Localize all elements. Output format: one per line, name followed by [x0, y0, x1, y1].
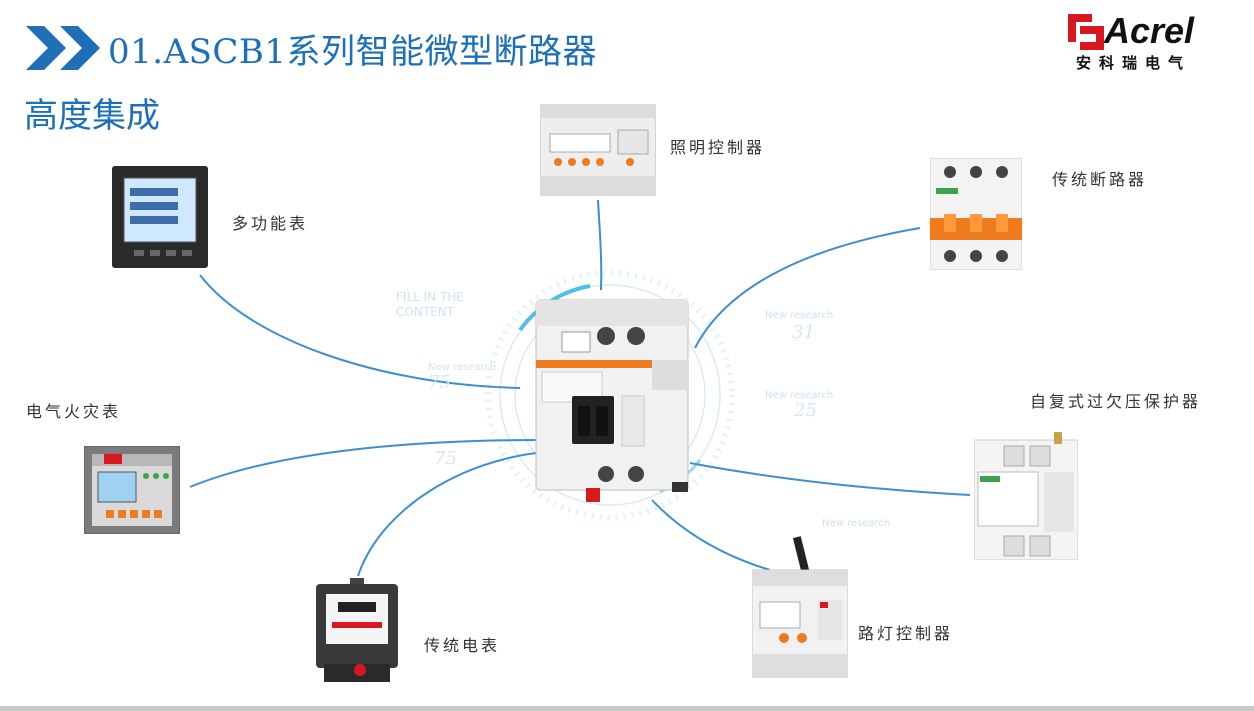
- label-voltage-protector: 自复式过欠压保护器: [1030, 392, 1202, 411]
- bg-fill-text-2: CONTENT: [396, 305, 455, 319]
- ascb1-breaker-image: [535, 299, 689, 502]
- streetlight-controller-image: [752, 536, 848, 678]
- logo-cn-name: 安科瑞电气: [1076, 54, 1192, 72]
- bg-research-1: New research: [428, 362, 497, 373]
- bottom-bar: [0, 706, 1254, 711]
- bg-research-4: New research: [822, 518, 891, 529]
- multifunction-meter-image: [112, 166, 208, 268]
- page-subtitle: 高度集成: [24, 96, 160, 136]
- bg-num-2: 31: [792, 322, 815, 343]
- voltage-protector-image: [974, 432, 1078, 560]
- label-traditional-breaker: 传统断路器: [1052, 170, 1148, 189]
- fire-meter-image: [84, 446, 180, 534]
- label-streetlight-controller: 路灯控制器: [858, 624, 954, 643]
- label-lighting-controller: 照明控制器: [670, 138, 766, 157]
- connector-lines: [189, 199, 971, 577]
- lighting-controller-image: [540, 104, 656, 196]
- label-multifunction-meter: 多功能表: [232, 214, 309, 233]
- bg-num-4: 75: [434, 448, 457, 469]
- label-traditional-meter: 传统电表: [424, 636, 501, 655]
- traditional-breaker-image: [930, 158, 1022, 270]
- bg-num-3: 25: [794, 400, 817, 421]
- bg-fill-text-1: FILL IN THE: [396, 290, 464, 304]
- acrel-logo-icon: [1068, 14, 1104, 50]
- logo-brand: Acrel: [1104, 10, 1195, 51]
- title-chevron-icon: [26, 26, 100, 70]
- label-fire-meter: 电气火灾表: [26, 402, 122, 421]
- bg-research-2: New research: [765, 310, 834, 321]
- bg-research-3: New research: [765, 390, 834, 401]
- page-title: 01.ASCB1系列智能微型断路器: [108, 32, 598, 72]
- traditional-meter-image: [316, 578, 398, 682]
- bg-num-1: 75: [428, 372, 451, 393]
